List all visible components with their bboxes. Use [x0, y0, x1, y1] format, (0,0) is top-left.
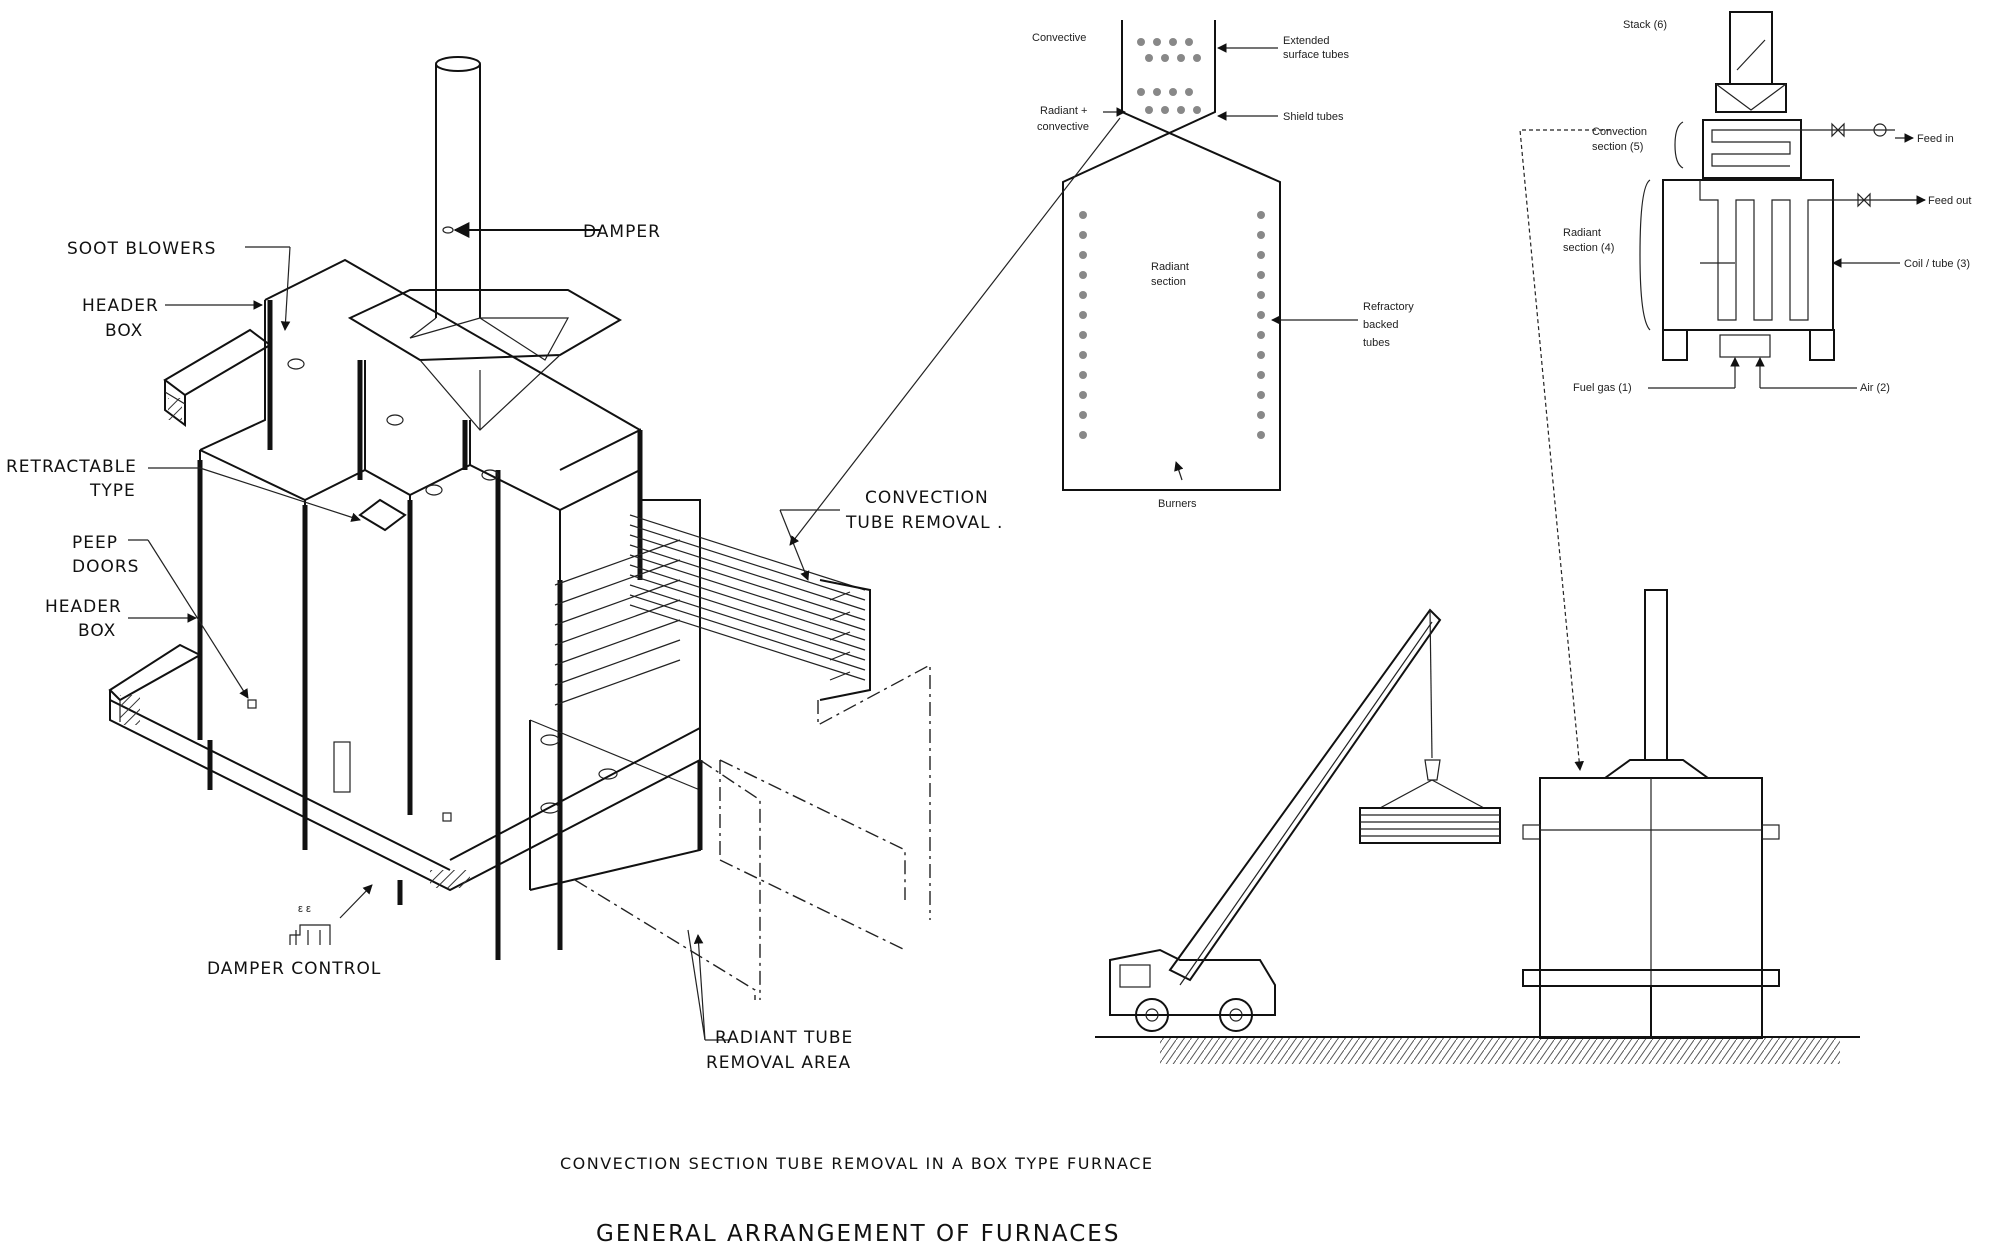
- peep-doors-label-1: PEEP: [72, 533, 118, 553]
- radiant-schematic-label-1: Radiant: [1563, 227, 1601, 239]
- header-box-bottom-label-2: BOX: [78, 621, 116, 641]
- feed-out-label: Feed out: [1928, 195, 1971, 207]
- feed-out-valve-icon: [1857, 192, 1871, 208]
- convective-label: Convective: [1032, 32, 1086, 44]
- radiant-removal-envelope: [699, 759, 761, 1000]
- damper-control-icon: ε ε: [289, 903, 331, 945]
- refractory-label-3: tubes: [1363, 337, 1390, 349]
- extended-surface-label-1: Extended: [1283, 35, 1329, 47]
- ground-hatch: [1160, 1038, 1840, 1064]
- shield-tubes-label: Shield tubes: [1283, 111, 1344, 123]
- subtitle-caption: CONVECTION SECTION TUBE REMOVAL IN A BOX…: [560, 1154, 1154, 1173]
- furnace-cross-section: Convective Extended surface tubes Radian…: [789, 20, 1414, 546]
- refractory-backed-tubes: [1079, 211, 1265, 439]
- refractory-label-2: backed: [1363, 319, 1398, 331]
- radiant-section-label-2: section: [1151, 276, 1186, 288]
- convection-tube-bundle: [629, 514, 871, 701]
- convection-removal-envelope: [817, 663, 931, 920]
- extended-surface-label-2: surface tubes: [1283, 49, 1350, 61]
- furnace-stack: [409, 56, 570, 361]
- fuel-gas-label: Fuel gas (1): [1573, 382, 1632, 394]
- air-label: Air (2): [1860, 382, 1890, 394]
- damper-label: DAMPER: [583, 222, 661, 242]
- svg-text:ε ε: ε ε: [298, 903, 311, 915]
- schematic-stack: [1729, 11, 1773, 85]
- header-box-top-label-1: HEADER: [82, 296, 159, 316]
- radiant-convective-label-2: convective: [1037, 121, 1089, 133]
- peep-doors-label-2: DOORS: [72, 557, 139, 577]
- floor-burners: [540, 734, 618, 814]
- radiant-schematic-label-2: section (4): [1563, 242, 1614, 254]
- feed-in-pump-icon: [1873, 123, 1887, 137]
- convection-section-label-2: section (5): [1592, 141, 1643, 153]
- schematic-radiant-box: [1662, 179, 1834, 331]
- coil-tube-label: Coil / tube (3): [1904, 258, 1970, 270]
- furnace-process-schematic: Stack (6) Convection section (5) Feed in…: [1519, 11, 1971, 771]
- radiant-section-label-1: Radiant: [1151, 261, 1189, 273]
- header-box-bottom-label-1: HEADER: [45, 597, 122, 617]
- burners-label: Burners: [1158, 498, 1197, 510]
- crane-and-furnace-elevation: [1095, 589, 1860, 1064]
- refractory-label-1: Refractory: [1363, 301, 1414, 313]
- convection-removal-label-1: CONVECTION: [865, 488, 989, 508]
- convection-section-label-1: Convection: [1592, 126, 1647, 138]
- radiant-convective-label-1: Radiant +: [1040, 105, 1087, 117]
- mobile-crane: [1109, 608, 1442, 1032]
- isometric-box-furnace: ε ε SOOT BLOWERS HEADER BOX RETRACTABLE …: [6, 56, 1003, 1073]
- stack-label: Stack (6): [1623, 19, 1667, 31]
- peep-door-icon: [247, 699, 257, 709]
- shield-tubes: [1137, 88, 1201, 114]
- extended-surface-tubes: [1137, 38, 1201, 62]
- radiant-wall-tubes: [554, 539, 681, 706]
- suspended-tube-bundle: [1359, 779, 1501, 844]
- feed-in-label: Feed in: [1917, 133, 1954, 145]
- radiant-removal-label-1: RADIANT TUBE: [715, 1028, 853, 1048]
- feed-in-valve-icon: [1831, 122, 1845, 138]
- soot-blower-port-icon: [287, 358, 305, 370]
- damper-control-label: DAMPER CONTROL: [207, 959, 381, 979]
- convection-removal-label-2: TUBE REMOVAL .: [845, 513, 1003, 533]
- furnace-elevation: [1522, 589, 1780, 1039]
- retractable-label-2: TYPE: [89, 481, 136, 501]
- main-title: GENERAL ARRANGEMENT OF FURNACES: [596, 1221, 1120, 1247]
- header-box-top-label-2: BOX: [105, 321, 143, 341]
- radiant-removal-label-2: REMOVAL AREA: [706, 1053, 851, 1073]
- soot-blowers-label: SOOT BLOWERS: [67, 239, 216, 259]
- stack-damper-icon: [442, 226, 454, 234]
- schematic-convection-box: [1702, 119, 1802, 179]
- retractable-label-1: RETRACTABLE: [6, 457, 137, 477]
